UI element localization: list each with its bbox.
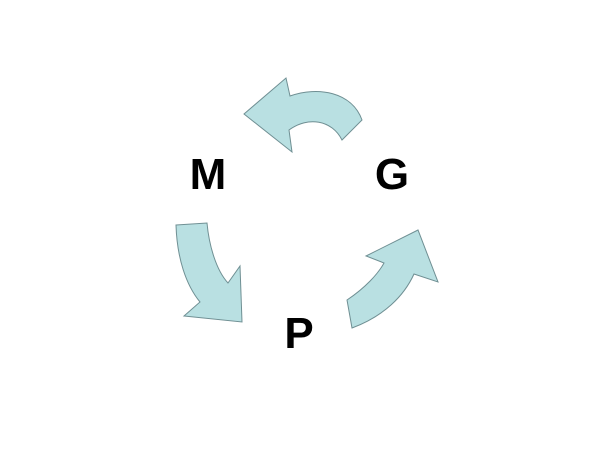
node-label-g: G <box>375 150 409 199</box>
arrow-p-to-g <box>346 229 439 329</box>
arrow-g-to-m <box>243 77 363 154</box>
node-label-p: P <box>284 309 313 358</box>
node-label-m: M <box>190 150 227 199</box>
arrow-m-to-p <box>175 222 243 323</box>
